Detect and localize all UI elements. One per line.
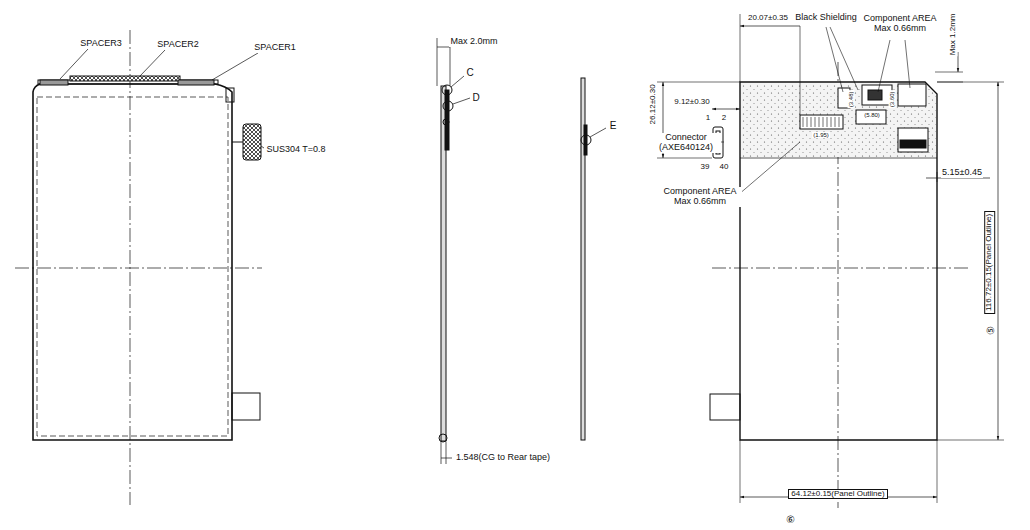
edge-view-part [590,128,606,137]
detail-callout: C [465,67,474,78]
rear-view-part [898,128,928,152]
area-note: Component AREA Max 0.66mm [658,187,742,207]
part-name: Black Shielding [794,13,858,23]
rear-view [657,14,1004,508]
rear-view-part [862,85,892,105]
front-view-part [212,53,258,80]
rear-view-part [937,440,938,503]
rear-view-part [905,40,910,88]
rear-view-part [740,26,800,27]
side-view-part [441,442,442,464]
side-view-part [437,38,438,86]
side-view-part [439,434,447,442]
part-name: SPACER1 [253,43,296,53]
front-view-part [226,88,234,102]
front-view-part [130,30,131,505]
side-view-part [453,98,470,104]
pin-number: 2 [721,114,727,123]
rear-view-part [657,82,740,83]
rear-view-part [937,172,938,182]
side-view-part [443,119,449,125]
edge-view-part [581,135,591,145]
front-view-part [33,84,232,440]
rear-view-part [740,14,741,82]
front-view-part [60,49,88,79]
callout-number: ⑥ [785,514,796,525]
side-view-part [443,101,453,111]
part-name: SPACER3 [79,39,122,49]
front-view-part [40,80,68,85]
dimension-label: 1.548(CG to Rear tape) [455,453,551,463]
rear-view-part [740,82,937,440]
side-view-part [437,47,450,48]
rear-view-part [856,110,886,124]
pin-number: 39 [700,163,711,172]
dimension-label: 64.12±0.15(Panel Outline) [788,489,887,500]
detail-callout: E [609,120,618,131]
front-view-part [15,268,262,269]
front-view-part [232,393,260,420]
dimension-label: 5.15±0.45 [941,168,983,178]
rear-view-part [712,268,968,269]
dimension-label: 116.72±0.15(Panel Outline) [985,210,996,313]
dimension-label: 9.12±0.30 [673,98,711,107]
front-view-part [178,80,214,85]
rear-view-part [937,82,1004,83]
rear-view-part [900,140,926,148]
rear-view-part [878,40,890,92]
front-view-part [261,146,264,148]
edge-view [581,78,606,440]
rear-view-part [998,82,999,440]
dimension-label: (3.48) [848,90,855,108]
rear-view-part [738,142,800,195]
dimension-label: (5.80) [863,112,881,119]
side-view-part [441,458,452,459]
dimension-label: 20.07±0.35 [747,14,789,23]
detail-callout: D [471,92,480,103]
rear-view-part [800,26,801,115]
rear-view-part [868,90,882,100]
side-view-part [451,76,464,87]
rear-view-part [830,27,858,90]
side-view [437,38,470,464]
area-note: Component AREA Max 0.66mm [858,14,942,34]
front-view-part [70,76,180,81]
rear-view-part [958,52,959,72]
rear-view-part [937,440,1004,441]
dimension-label: 26.12±0.30 [649,83,658,125]
part-name: Connector (AXE640124) [651,133,721,153]
dimension-label: Max 2.0mm [449,37,498,47]
rear-view-part [800,115,843,129]
material-note: SUS304 T=0.8 [265,145,326,155]
side-view-part [446,442,447,464]
rear-view-part [657,158,712,159]
rear-view-part [935,72,963,73]
dimension-label: (1.95) [812,132,830,139]
side-view-part [442,85,452,95]
rear-view-part [741,83,936,157]
rear-view-part [898,84,926,106]
front-view-part [232,142,243,143]
callout-number: ⑤ [985,325,996,336]
front-view-part [140,50,165,76]
rear-view-part [712,109,740,110]
front-view-part [37,97,228,436]
edge-view-part [584,125,587,155]
pin-number: 40 [719,163,730,172]
rear-view-part [740,440,741,503]
pin-number: 1 [705,114,711,123]
part-name: SPACER2 [156,40,199,50]
rear-view-part [710,394,740,420]
front-view-part [243,124,261,160]
rear-view-part [803,117,839,127]
front-view [15,30,264,505]
dimension-label: (3.60) [889,90,896,108]
rear-view-part [740,158,937,159]
dimension-label: Max 1.2mm [949,12,958,56]
